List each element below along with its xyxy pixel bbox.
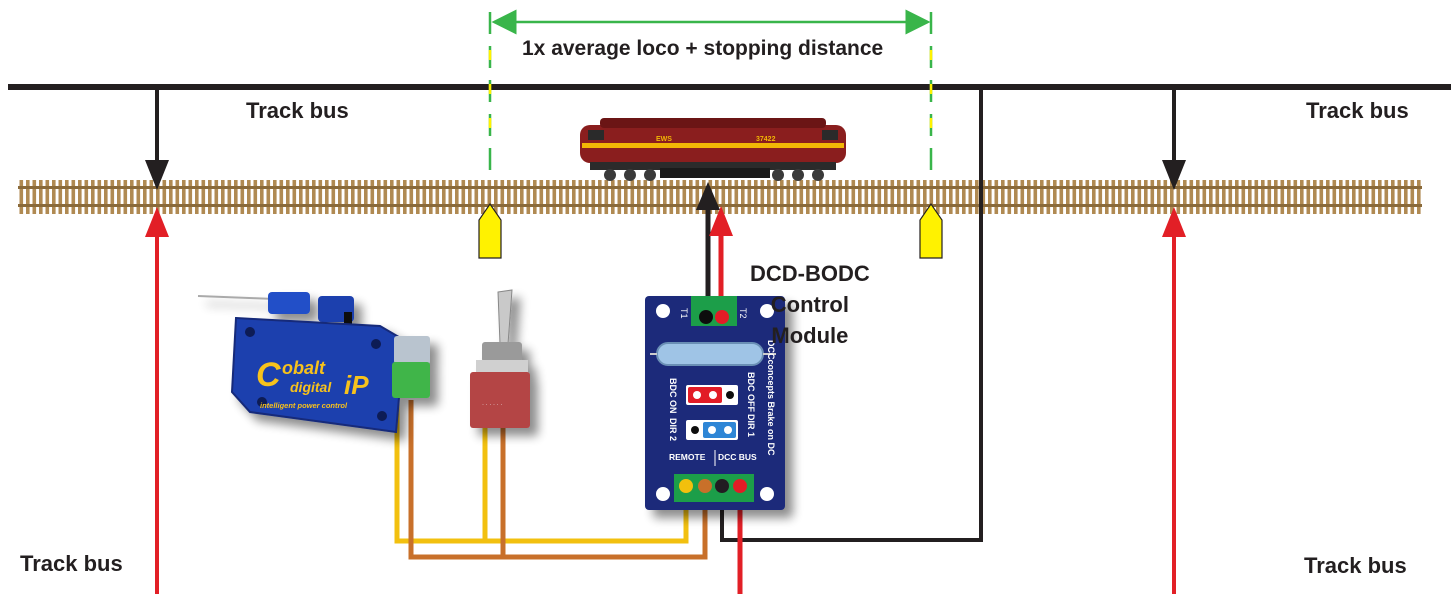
t1-track-arrow xyxy=(696,182,720,210)
right-feed-arrow xyxy=(1162,207,1186,237)
section-start-marker xyxy=(478,202,502,259)
board-t2-screw xyxy=(715,310,729,324)
section-dimension xyxy=(488,9,933,178)
module-title-line2: Control xyxy=(770,292,849,317)
loco-underframe xyxy=(590,162,836,170)
loco-number: 37422 xyxy=(756,136,776,143)
locomotive: EWS 37422 xyxy=(580,118,846,181)
board-t1-screw xyxy=(699,310,713,324)
motor-screw xyxy=(371,339,381,349)
module-title-line3: Module xyxy=(771,323,849,348)
cobalt-tagline: intelligent power control xyxy=(260,401,348,410)
right-bus-drop-arrow xyxy=(1162,160,1186,190)
loco-wheel xyxy=(604,169,616,181)
motor-connector-grey xyxy=(394,336,430,364)
board-jumper-pin xyxy=(708,426,716,434)
loco-name: EWS xyxy=(656,136,672,143)
board-remote-label: REMOTE xyxy=(669,452,706,462)
board-bdc-on-label: BDC ON xyxy=(668,378,678,414)
loco-roof xyxy=(600,118,826,128)
board-bdc-jumper-cap xyxy=(688,387,722,403)
motor-screw xyxy=(257,397,267,407)
module-title: DCD-BODC Control Module xyxy=(750,258,870,351)
board-jumper-pin xyxy=(724,426,732,434)
rail-upper xyxy=(18,186,1422,189)
board-dir1-label: DIR 1 xyxy=(746,414,756,437)
track-bus-label-bottom-right: Track bus xyxy=(1304,553,1407,578)
toggle-bushing xyxy=(476,360,528,374)
cobalt-point-motor: C obalt digital iP intelligent power con… xyxy=(197,292,430,434)
board-side-text: DCCconcepts Brake on DC xyxy=(766,340,776,456)
track-bus-label-top-left: Track bus xyxy=(246,98,349,123)
loco-cab-right-window xyxy=(822,130,838,140)
board-remote-screw-1 xyxy=(679,479,693,493)
bodc-module-board: T1 T2 BDC ON DIR 2 BDC OFF DIR 1 DCCconc… xyxy=(645,296,785,510)
cobalt-logo-digital: digital xyxy=(290,379,332,395)
motor-top-bracket xyxy=(268,292,310,314)
cobalt-logo-c: C xyxy=(256,356,281,394)
loco-cab-left-window xyxy=(588,130,604,140)
board-bdc-off-label: BDC OFF xyxy=(746,372,756,412)
loco-stripe xyxy=(582,143,844,148)
cobalt-logo-text: obalt xyxy=(282,358,326,378)
board-remote-screw-2 xyxy=(698,479,712,493)
motor-screw xyxy=(377,411,387,421)
loco-wheel xyxy=(792,169,804,181)
track xyxy=(18,180,1422,214)
loco-wheel xyxy=(644,169,656,181)
board-mount-hole xyxy=(656,304,670,318)
rail-lower xyxy=(18,204,1422,207)
motor-lever-knob xyxy=(344,312,352,328)
loco-wheel xyxy=(772,169,784,181)
board-mount-hole xyxy=(760,304,774,318)
toggle-body xyxy=(470,372,530,428)
cobalt-logo-ip: iP xyxy=(344,370,369,400)
motor-body xyxy=(230,316,406,434)
section-length-label: 1x average loco + stopping distance xyxy=(522,37,884,60)
dcc-bus-return-wire xyxy=(720,87,983,542)
board-dir-jumper-cap xyxy=(703,422,736,438)
track-bus-label-top-right: Track bus xyxy=(1306,98,1409,123)
yellow-wire-motor xyxy=(394,400,689,544)
toggle-lever xyxy=(497,289,513,345)
track-bus-label-bottom-left: Track bus xyxy=(20,551,123,576)
toggle-body-marking: · · · · · · xyxy=(482,402,502,408)
loco-fuel-tank xyxy=(660,168,770,178)
board-dcc-screw-1 xyxy=(715,479,729,493)
brown-wire-motor xyxy=(408,400,708,560)
motor-connector-green xyxy=(392,362,430,398)
toggle-switch: · · · · · · xyxy=(470,289,530,428)
board-dcc-bus-label: DCC BUS xyxy=(718,452,757,462)
board-t1-label: T1 xyxy=(679,308,689,319)
board-dcc-screw-2 xyxy=(733,479,747,493)
board-jumper-pin xyxy=(693,391,701,399)
section-end-marker xyxy=(919,202,943,259)
board-reed-component xyxy=(656,342,764,366)
module-title-line1: DCD-BODC xyxy=(750,261,870,286)
toggle-nut xyxy=(482,342,522,362)
left-bus-drop-arrow xyxy=(145,160,169,190)
board-jumper-pin xyxy=(709,391,717,399)
board-t2-label: T2 xyxy=(738,308,748,319)
board-mount-hole xyxy=(656,487,670,501)
board-jumper-pin xyxy=(691,426,699,434)
loco-wheel xyxy=(624,169,636,181)
loco-wheel xyxy=(812,169,824,181)
board-t-terminal xyxy=(691,296,737,326)
motor-screw xyxy=(245,327,255,337)
board-mount-hole xyxy=(760,487,774,501)
left-feed-arrow xyxy=(145,207,169,237)
t2-track-arrow xyxy=(709,206,733,236)
board-jumper-pin xyxy=(726,391,734,399)
board-dir2-label: DIR 2 xyxy=(668,418,678,441)
track-sleepers xyxy=(18,180,1422,214)
